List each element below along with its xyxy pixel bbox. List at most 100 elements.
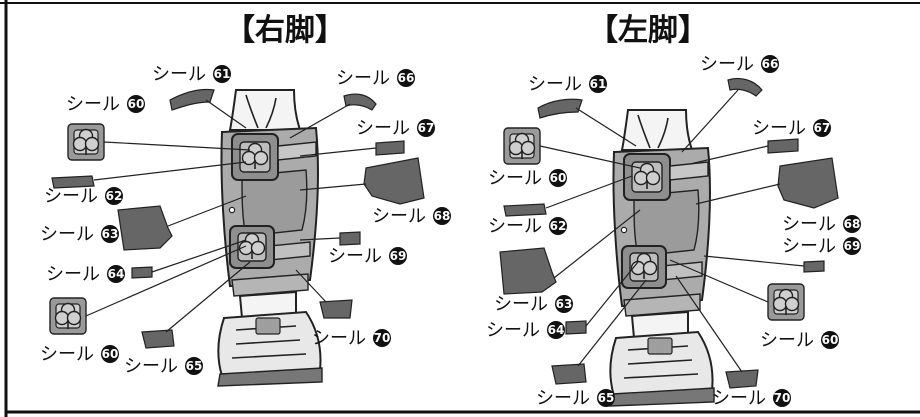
panel-left-leg: 【左脚】 シール 61 シール 6 (486, 13, 861, 409)
svg-text:66: 66 (398, 71, 415, 85)
leg-illustration (218, 90, 322, 386)
seal-70-shape (319, 299, 353, 319)
svg-text:64: 64 (548, 323, 565, 337)
svg-text:60: 60 (128, 97, 145, 111)
svg-text:64: 64 (108, 267, 125, 281)
svg-text:シール: シール (40, 344, 94, 365)
svg-text:66: 66 (762, 57, 779, 71)
svg-text:69: 69 (390, 249, 407, 263)
svg-text:シール: シール (528, 74, 582, 95)
label-seal-70: シール 70 (712, 388, 791, 409)
svg-text:シール: シール (760, 330, 814, 351)
svg-text:シール: シール (46, 264, 100, 285)
label-seal-70: シール 70 (312, 328, 391, 349)
svg-text:シール: シール (312, 328, 366, 349)
seal-70-shape (725, 369, 759, 389)
svg-text:シール: シール (486, 320, 540, 341)
seal-66-shape (727, 77, 763, 97)
label-seal-63: シール 63 (494, 294, 573, 315)
seal-68-shape (777, 157, 839, 209)
svg-text:シール: シール (44, 186, 98, 207)
seal-60-shape (504, 128, 540, 164)
svg-text:68: 68 (434, 209, 451, 223)
svg-text:70: 70 (774, 391, 791, 405)
svg-text:シール: シール (752, 118, 806, 139)
svg-text:67: 67 (418, 121, 435, 135)
label-seal-66: シール 66 (336, 68, 415, 89)
label-seal-68: シール 68 (372, 206, 451, 227)
seal-62-shape (503, 203, 547, 217)
seal-63-shape (117, 205, 173, 251)
svg-text:シール: シール (372, 206, 426, 227)
seal-68-shape (363, 157, 425, 205)
seal-66-shape (343, 93, 377, 111)
svg-text:61: 61 (214, 67, 231, 81)
panel-title: 【左脚】 (588, 13, 708, 48)
svg-text:シール: シール (494, 294, 548, 315)
svg-text:シール: シール (488, 168, 542, 189)
svg-text:シール: シール (124, 356, 178, 377)
svg-text:シール: シール (488, 216, 542, 237)
svg-text:63: 63 (556, 297, 573, 311)
seal-61-shape (537, 98, 583, 119)
svg-text:60: 60 (102, 347, 119, 361)
label-seal-62: シール 62 (488, 216, 567, 237)
seal-61-shape (169, 88, 215, 111)
svg-text:65: 65 (598, 391, 615, 405)
svg-text:65: 65 (186, 359, 203, 373)
svg-text:シール: シール (712, 388, 766, 409)
svg-text:60: 60 (822, 333, 839, 347)
seal-64-shape (131, 266, 153, 279)
seal-69-shape (803, 260, 825, 273)
label-seal-65: シール 65 (124, 356, 203, 377)
label-seal-63: シール 63 (40, 224, 119, 245)
svg-text:67: 67 (814, 121, 831, 135)
seal-62-shape (51, 175, 95, 189)
label-seal-68: シール 68 (782, 214, 861, 235)
seal-65-shape (551, 363, 587, 385)
label-seal-60b: シール 60 (40, 344, 119, 365)
svg-text:シール: シール (152, 64, 206, 85)
seal-60b-shape (50, 298, 86, 334)
svg-text:シール: シール (40, 224, 94, 245)
seal-65-shape (141, 329, 175, 349)
svg-text:シール: シール (336, 68, 390, 89)
svg-text:69: 69 (844, 239, 861, 253)
label-seal-64: シール 64 (486, 320, 565, 341)
svg-text:70: 70 (374, 331, 391, 345)
label-seal-62: シール 62 (44, 186, 123, 207)
svg-text:シール: シール (356, 118, 410, 139)
seal-67-shape (375, 140, 405, 156)
seal-64-shape (565, 320, 587, 335)
label-seal-61: シール 61 (528, 74, 607, 95)
seal-60-shape (68, 124, 104, 160)
label-seal-60b: シール 60 (760, 330, 839, 351)
svg-text:シール: シール (536, 388, 590, 409)
label-seal-60: シール 60 (488, 168, 567, 189)
label-seal-60: シール 60 (66, 94, 145, 115)
seal-60b-shape (768, 284, 804, 320)
svg-text:63: 63 (102, 227, 119, 241)
seal-69-shape (339, 231, 361, 246)
label-seal-66: シール 66 (700, 54, 779, 75)
seal-63-shape (499, 247, 557, 295)
svg-text:シール: シール (782, 214, 836, 235)
svg-text:60: 60 (550, 171, 567, 185)
svg-text:62: 62 (550, 219, 567, 233)
label-seal-65: シール 65 (536, 388, 615, 409)
svg-text:シール: シール (328, 246, 382, 267)
leg-illustration (610, 110, 714, 406)
label-seal-67: シール 67 (752, 118, 831, 139)
panel-title: 【右脚】 (225, 13, 345, 48)
label-seal-64: シール 64 (46, 264, 125, 285)
svg-text:シール: シール (700, 54, 754, 75)
seal-67-shape (767, 138, 799, 154)
label-seal-67: シール 67 (356, 118, 435, 139)
svg-text:62: 62 (106, 189, 123, 203)
label-seal-69: シール 69 (782, 236, 861, 257)
svg-text:シール: シール (66, 94, 120, 115)
svg-text:シール: シール (782, 236, 836, 257)
label-seal-61: シール 61 (152, 64, 231, 85)
svg-text:68: 68 (844, 217, 861, 231)
